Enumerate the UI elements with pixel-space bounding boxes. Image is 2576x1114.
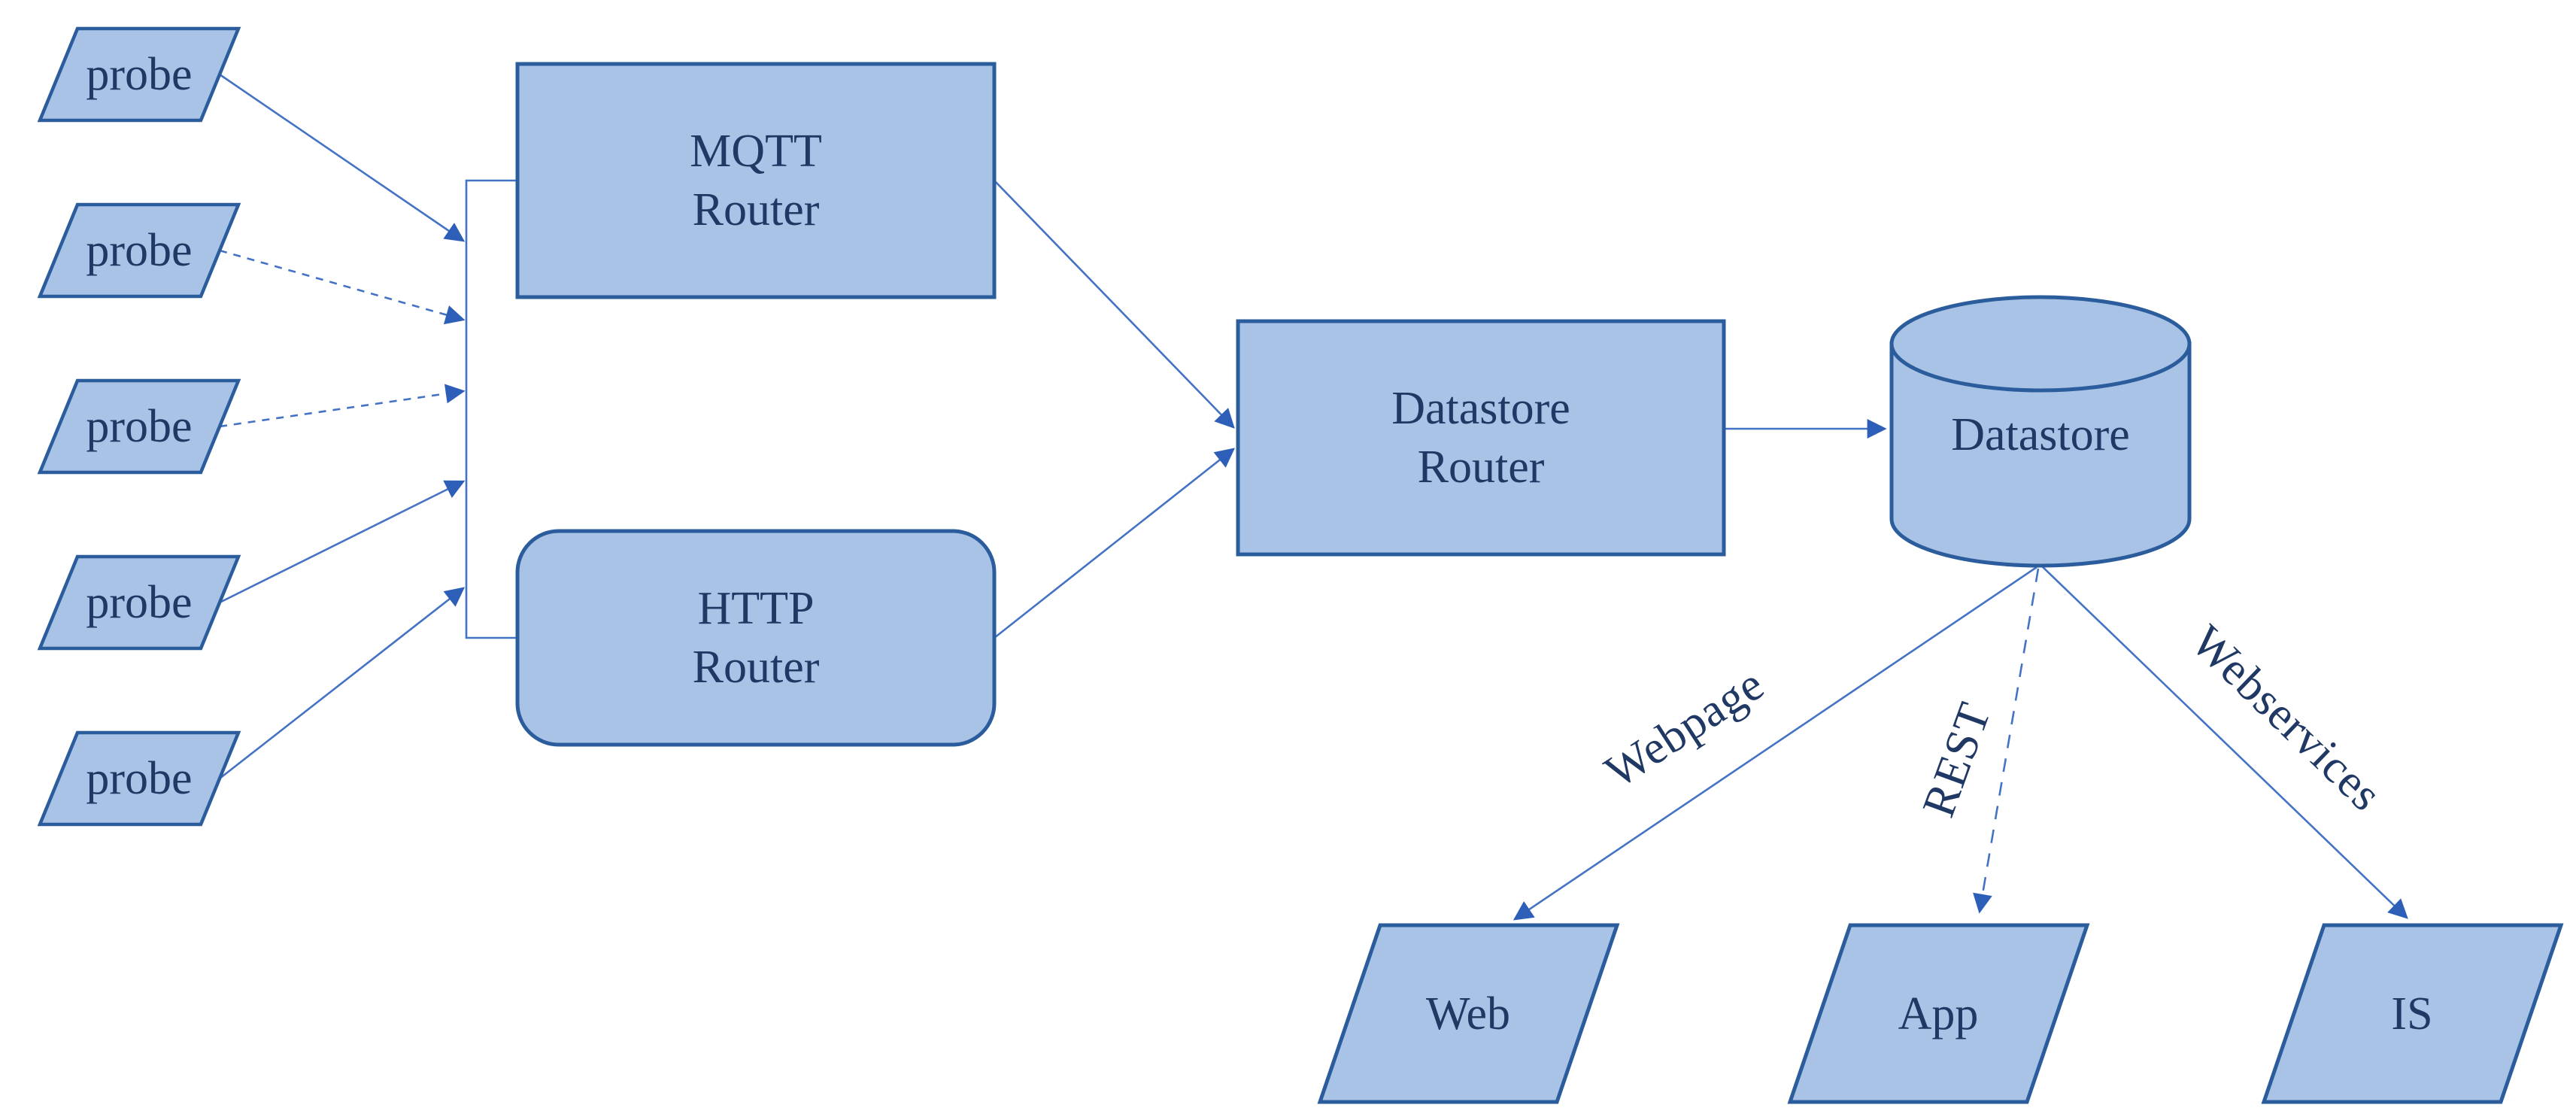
datastore-router-label-line2: Router [1418,442,1545,493]
node-datastore-router: Datastore Router [1236,319,1726,557]
web-shape [1317,923,1620,1104]
probe-shape [37,202,241,299]
node-mqtt-router: MQTT Router [515,62,997,299]
edge-http-datastore-router [994,448,1236,639]
edge-datastore-is [2039,563,2408,919]
probe-label: probe [86,577,192,628]
app-shape [1787,923,2090,1104]
probe-shape [37,378,241,475]
mqtt-router-label-line2: Router [693,184,820,235]
probe-label: probe [86,49,192,100]
edge-datastore-web [1513,566,2037,921]
edge-label-webservices: Webservices [2181,615,2391,821]
is-label: IS [2391,988,2432,1040]
node-probe-1: probe [37,26,241,123]
edge-datastore-app [1973,568,2040,914]
node-web: Web [1317,923,1620,1104]
edge-probe1-routers [219,73,466,242]
http-router-label-line2: Router [693,642,820,693]
node-is: IS [2261,923,2564,1104]
node-http-router: HTTP Router [515,529,997,747]
probe-shape [37,26,241,123]
probe-label: probe [86,225,192,276]
http-router-shape [515,529,997,747]
edge-probe3-routers [219,384,466,428]
datastore-cylinder-body [1889,341,2192,568]
is-shape [2261,923,2564,1104]
probe-shape [37,554,241,651]
edge-mqtt-datastore-router [994,180,1235,429]
edge-label-webpage: Webpage [1596,658,1773,798]
edge-probe2-routers [219,249,466,325]
edge-probe5-routers [219,587,466,780]
datastore-router-label-line1: Datastore [1391,383,1570,434]
bracket-connector [465,179,517,639]
edge-probe4-routers [219,480,466,604]
node-app: App [1787,923,2090,1104]
node-probe-2: probe [37,202,241,299]
probe-label: probe [86,753,192,804]
datastore-label: Datastore [1951,409,2130,460]
node-probe-5: probe [37,730,241,827]
mqtt-router-label-line1: MQTT [690,126,822,177]
http-router-label-line1: HTTP [698,583,815,634]
app-label: App [1898,988,1979,1040]
mqtt-router-shape [515,62,997,299]
web-label: Web [1426,988,1510,1040]
node-probe-4: probe [37,554,241,651]
node-probe-3: probe [37,378,241,475]
datastore-cylinder-top [1889,295,2192,393]
probe-label: probe [86,401,192,452]
datastore-router-shape [1236,319,1726,557]
probe-shape [37,730,241,827]
node-datastore: Datastore [1889,295,2192,568]
edge-label-rest: REST [1913,696,2001,823]
